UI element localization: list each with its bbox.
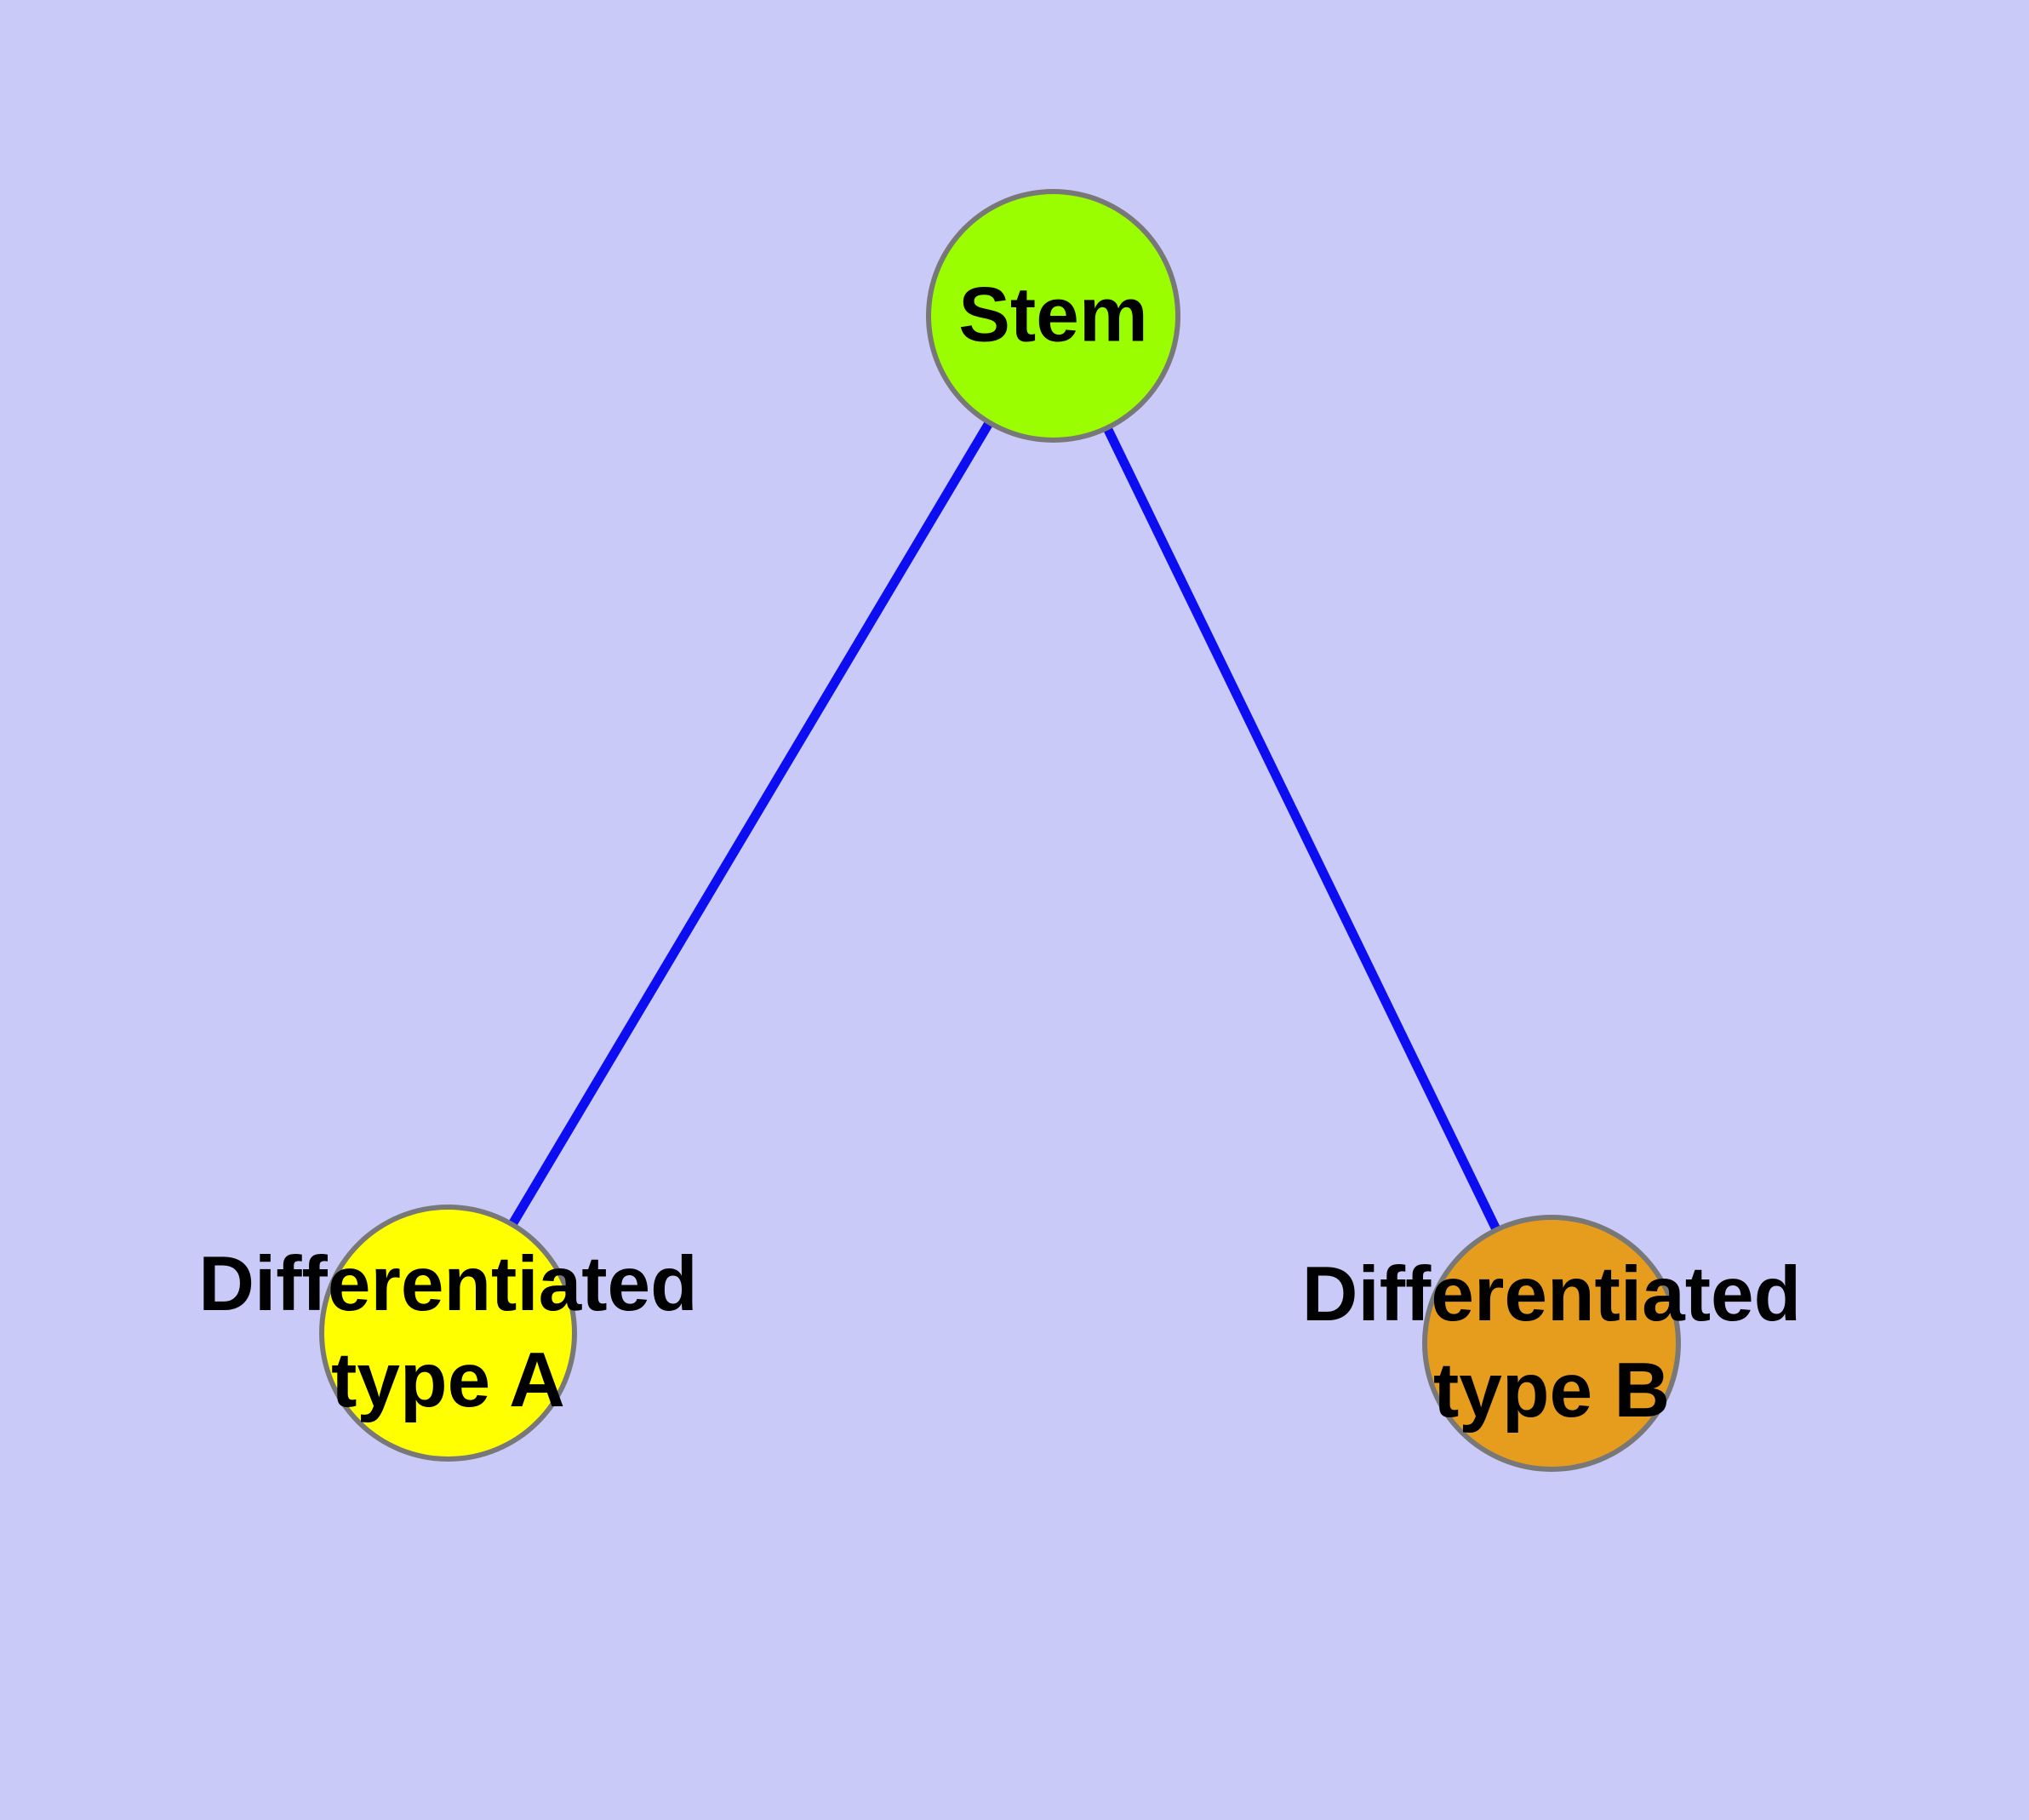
edge-stem-to-type-a — [443, 313, 1057, 1336]
node-differentiated-type-b-label: Differentiated type B — [1302, 1247, 1802, 1439]
node-differentiated-type-a-label: Differentiated type A — [198, 1237, 698, 1429]
node-stem-label-line1: Stem — [958, 272, 1148, 358]
node-differentiated-type-b: Differentiated type B — [1302, 1215, 1801, 1472]
edge-stem-to-type-b — [1049, 313, 1556, 1346]
node-differentiated-type-a-label-line1: Differentiated — [198, 1241, 698, 1328]
node-differentiated-type-a-label-line2: type A — [331, 1337, 565, 1423]
node-stem-label: Stem — [958, 268, 1148, 364]
node-differentiated-type-b-label-line2: type B — [1432, 1348, 1671, 1434]
node-stem: Stem — [926, 189, 1180, 443]
node-differentiated-type-a: Differentiated type A — [198, 1205, 698, 1462]
node-differentiated-type-b-label-line1: Differentiated — [1301, 1251, 1802, 1338]
